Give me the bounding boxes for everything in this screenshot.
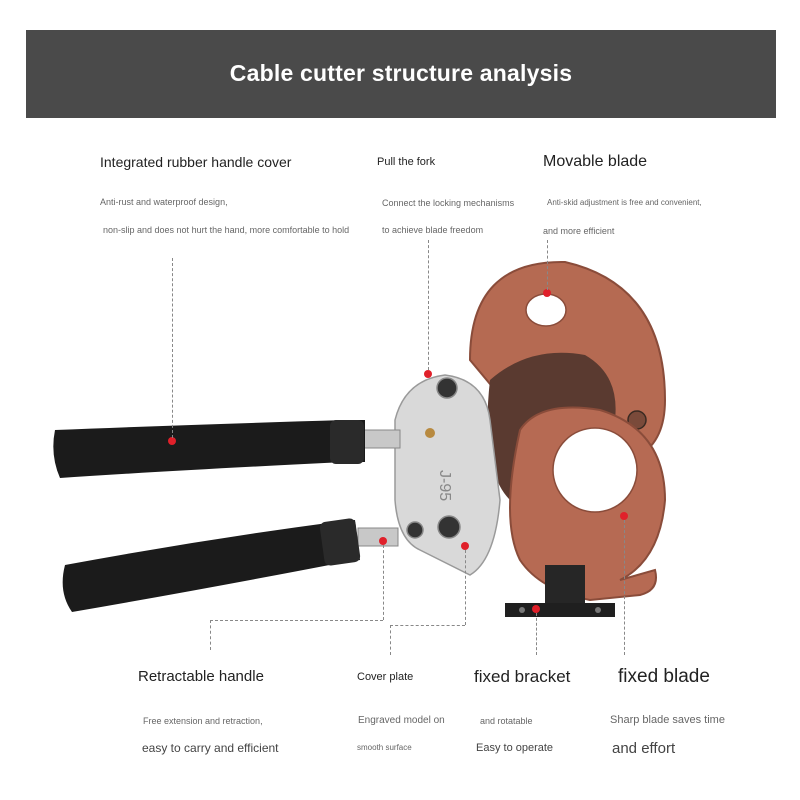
lower-handle [62, 518, 399, 612]
upper-handle [53, 420, 401, 478]
cover-plate-title: Cover plate [357, 671, 414, 683]
fixed-bracket-desc-2: Easy to operate [476, 742, 554, 754]
cover-plate-desc-2: smooth surface [357, 743, 412, 752]
callout-markers [168, 289, 628, 613]
fixed-bracket-desc-1: and rotatable [480, 716, 533, 726]
movable-blade-title: Movable blade [543, 153, 648, 170]
leader-cover-plate-v [390, 625, 391, 655]
marker-retractable-handle [379, 537, 387, 545]
leader-fixed-blade [624, 520, 625, 655]
fixed-bracket-title: fixed bracket [474, 667, 571, 686]
leader-handle-cover [172, 258, 173, 438]
movable-blade-desc-1: Anti-skid adjustment is free and conveni… [547, 198, 702, 207]
pull-fork-title: Pull the fork [377, 156, 436, 168]
plate-bolt [437, 515, 461, 539]
handle-pivot-bolt [406, 521, 424, 539]
marker-movable-blade [543, 289, 551, 297]
leader-retractable-handle [383, 545, 384, 620]
fixed-blade-desc-1: Sharp blade saves time [610, 714, 725, 726]
pull-fork-desc-2: to achieve blade freedom [382, 225, 484, 235]
pull-fork-desc-1: Connect the locking mechanisms [382, 198, 515, 208]
marker-fixed-bracket [532, 605, 540, 613]
retractable-handle-desc-2: easy to carry and efficient [142, 741, 279, 755]
leader-pull-fork [428, 240, 429, 370]
leader-movable-blade [547, 240, 548, 290]
pull-fork-bolt [436, 377, 458, 399]
retractable-handle-desc-1: Free extension and retraction, [143, 716, 263, 726]
leader-cover-plate-h [390, 625, 465, 626]
marker-cover-plate [461, 542, 469, 550]
retractable-handle-title: Retractable handle [138, 668, 264, 685]
handle-cover-title: Integrated rubber handle cover [100, 154, 292, 170]
leader-retractable-handle-v [210, 620, 211, 650]
handle-cover-desc-2: non-slip and does not hurt the hand, mor… [103, 225, 350, 235]
cutting-aperture [552, 427, 638, 513]
marker-fixed-blade [620, 512, 628, 520]
leader-fixed-bracket [536, 613, 537, 655]
fixed-blade-title: fixed blade [618, 666, 710, 687]
title-banner: Cable cutter structure analysis [26, 30, 776, 118]
fixed-blade-desc-2: and effort [612, 740, 676, 757]
leader-cover-plate [465, 550, 466, 625]
cover-plate: J-95 [394, 374, 501, 576]
ratchet-pin [425, 428, 435, 438]
page-title: Cable cutter structure analysis [229, 60, 573, 86]
marker-pull-fork [424, 370, 432, 378]
fixed-bracket-shape [505, 565, 615, 617]
blade-hole [525, 293, 567, 327]
movable-blade-desc-2: and more efficient [543, 226, 615, 236]
marker-handle-cover [168, 437, 176, 445]
handle-cover-desc-1: Anti-rust and waterproof design, [100, 197, 228, 207]
model-engraving: J-95 [436, 470, 453, 501]
fixed-blade [509, 406, 667, 602]
cover-plate-desc-1: Engraved model on [358, 715, 445, 726]
leader-retractable-handle-h [210, 620, 383, 621]
